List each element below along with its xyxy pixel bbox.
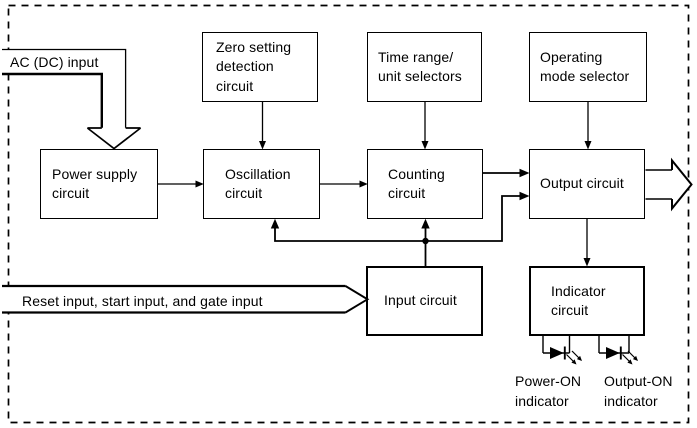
output-arrow-icon [645,157,693,212]
box-time-range-unit-selectors: Time range/ unit selectors [367,32,482,102]
oscillation-to-counting-arrow [320,180,368,188]
junction-dot [422,237,429,245]
power-to-oscillation-arrow [157,180,204,188]
box-counting-circuit: Counting circuit [367,149,483,219]
box-input-circuit: Input circuit [366,266,483,336]
reset-input-label: Reset input, start input, and gate input [22,293,263,309]
box-oscillation-circuit: Oscillation circuit [203,149,320,219]
output-to-indicator-arrow [583,219,591,267]
box-label-time-range: Time range/ unit selectors [378,48,462,85]
power-on-indicator-label: Power-ON indicator [515,373,582,409]
operating-mode-to-output-arrow [584,102,592,150]
zero-setting-to-oscillation-arrow [259,102,266,150]
box-output-circuit: Output circuit [529,149,645,219]
time-range-to-counting-arrow [421,102,429,150]
box-zero-setting-detection-circuit: Zero setting detection circuit [202,32,318,102]
box-indicator-circuit: Indicator circuit [529,266,645,336]
box-label-power-supply: Power supply circuit [52,165,138,202]
box-label-indicator: Indicator circuit [551,282,606,319]
output-on-led-icon [598,335,638,365]
input-to-counting-arrow [421,218,430,267]
box-label-input: Input circuit [384,292,457,309]
output-on-indicator-label: Output-ON indicator [604,373,673,409]
ac-input-label: AC (DC) input [10,54,99,70]
box-label-output: Output circuit [540,175,624,192]
power-on-led-icon [542,335,582,365]
box-label-counting: Counting circuit [388,165,445,202]
box-label-zero-setting: Zero setting detection circuit [216,38,292,94]
box-label-oscillation: Oscillation circuit [225,165,291,202]
counting-to-output-arrow [483,168,530,178]
box-label-operating-mode: Operating mode selector [540,48,630,85]
box-operating-mode-selector: Operating mode selector [529,32,647,102]
box-power-supply-circuit: Power supply circuit [40,149,158,219]
